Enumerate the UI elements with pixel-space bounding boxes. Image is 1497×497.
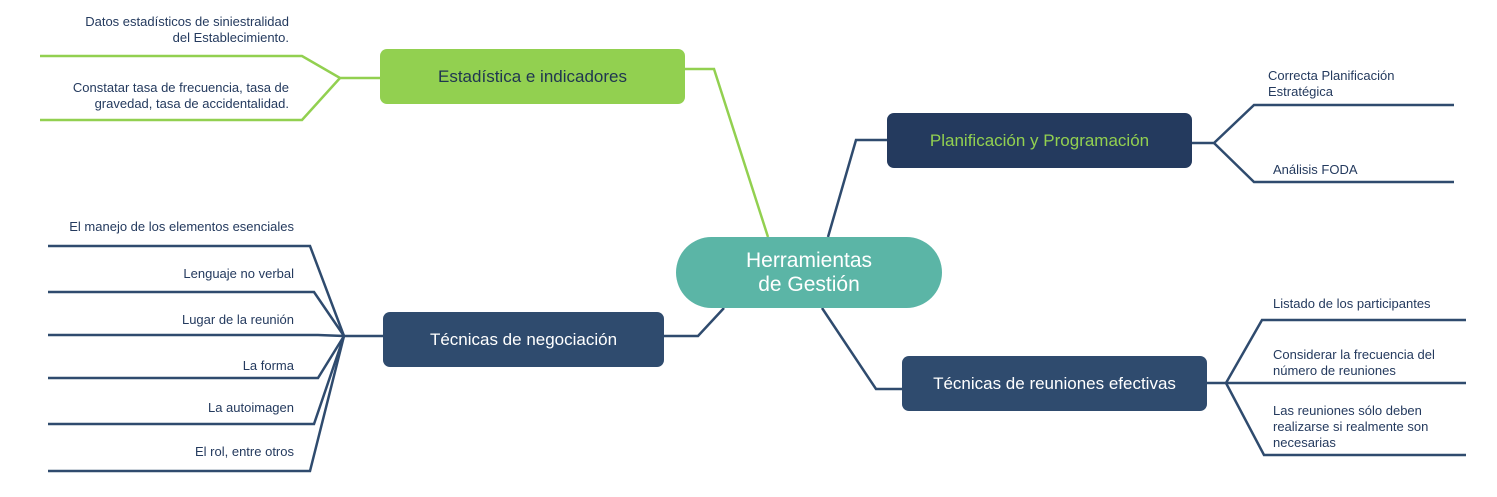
branch-estadistica-label: Estadística e indicadores (438, 66, 627, 86)
central-topic-label: Herramientas de Gestión (745, 248, 873, 296)
link-negociacion-leaf-3 (48, 333, 345, 338)
central-topic-node[interactable]: Herramientas de Gestión (676, 237, 942, 308)
leaf-planificacion-1: Correcta Planificación Estratégica (1268, 68, 1395, 99)
branch-tecnicas-negociacion[interactable]: Técnicas de negociación (383, 312, 664, 367)
link-negociacion-leaf-2 (48, 290, 346, 337)
branch-estadistica-indicadores[interactable]: Estadística e indicadores (380, 49, 685, 104)
link-center-planificacion (826, 138, 887, 238)
branch-planificacion-programacion[interactable]: Planificación y Programación (887, 113, 1192, 168)
leaf-reuniones-1: Listado de los participantes (1273, 296, 1431, 311)
branch-negociacion-label: Técnicas de negociación (429, 329, 618, 349)
link-negociacion-leaf-5 (48, 335, 346, 426)
link-negociacion-leaf-1 (48, 244, 346, 337)
leaf-estadistica-1: Datos estadísticos de siniestralidad del… (85, 14, 289, 45)
leaf-negociacion-3: Lugar de la reunión (181, 312, 294, 327)
link-estadistica-leaf-2 (40, 77, 341, 122)
branch-tecnicas-reuniones[interactable]: Técnicas de reuniones efectivas (902, 356, 1207, 411)
leaf-planificacion-2: Análisis FODA (1273, 162, 1358, 177)
link-reuniones-leaf-3 (1224, 382, 1466, 457)
link-center-negociacion (664, 307, 725, 338)
leaf-reuniones-3: Las reuniones sólo deben realizarse si r… (1273, 403, 1429, 450)
link-center-reuniones (820, 307, 902, 391)
leaf-negociacion-6: El rol, entre otros (195, 444, 294, 459)
leaf-negociacion-5: La autoimagen (207, 400, 294, 415)
branch-planificacion-label: Planificación y Programación (929, 130, 1150, 150)
leaf-estadistica-2: Constatar tasa de frecuencia, tasa de gr… (72, 80, 289, 111)
link-reuniones-leaf-1 (1224, 318, 1466, 384)
branch-reuniones-label: Técnicas de reuniones efectivas (933, 373, 1176, 393)
link-estadistica-leaf-1 (40, 54, 380, 80)
leaf-negociacion-4: La forma (242, 358, 294, 373)
link-negociacion-leaf-4 (48, 335, 346, 380)
leaf-negociacion-1: El manejo de los elementos esenciales (69, 219, 294, 234)
link-planificacion-leaf-2 (1213, 142, 1454, 184)
link-planificacion-leaf-1 (1192, 103, 1454, 145)
link-negociacion-leaf-6 (48, 335, 346, 473)
link-center-estadistica (685, 67, 770, 238)
leaf-reuniones-2: Considerar la frecuencia del número de r… (1273, 347, 1435, 378)
leaf-negociacion-2: Lenguaje no verbal (183, 266, 294, 281)
